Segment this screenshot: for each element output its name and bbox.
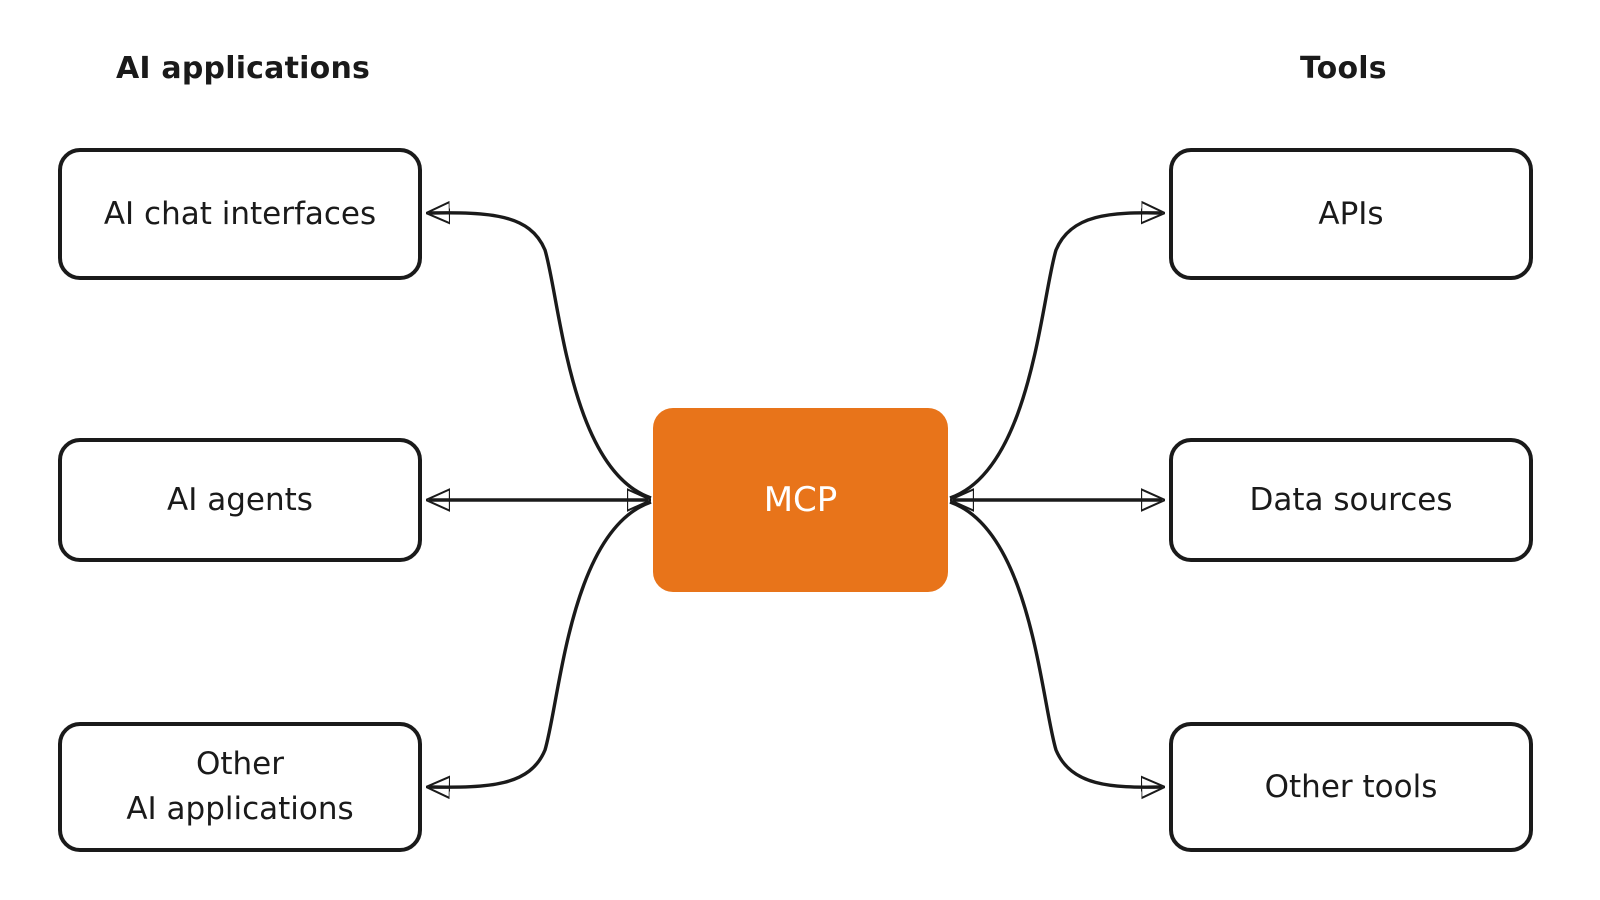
node-ai-chat-interfaces[interactable]: AI chat interfaces	[58, 148, 422, 280]
column-header-ai-applications: AI applications	[116, 51, 371, 86]
node-label: Other tools	[1264, 768, 1438, 805]
node-label: AI chat interfaces	[103, 195, 377, 232]
node-label: AI agents	[167, 481, 313, 518]
edge-mcp-to-other-ai-applications	[429, 500, 652, 787]
node-ai-agents[interactable]: AI agents	[58, 438, 422, 562]
node-label: Other AI applications	[126, 746, 354, 827]
edge-mcp-to-ai-chat-interfaces	[429, 213, 652, 500]
edge-mcp-to-apis	[949, 213, 1162, 500]
node-label: Data sources	[1249, 481, 1453, 518]
node-other-ai-applications[interactable]: Other AI applications	[58, 722, 422, 852]
column-header-tools: Tools	[1300, 51, 1387, 86]
node-mcp[interactable]: MCP	[653, 408, 948, 592]
node-label: APIs	[1318, 195, 1384, 232]
edge-mcp-to-other-tools	[949, 500, 1162, 787]
node-data-sources[interactable]: Data sources	[1169, 438, 1533, 562]
node-label: MCP	[763, 480, 838, 520]
node-other-tools[interactable]: Other tools	[1169, 722, 1533, 852]
node-apis[interactable]: APIs	[1169, 148, 1533, 280]
